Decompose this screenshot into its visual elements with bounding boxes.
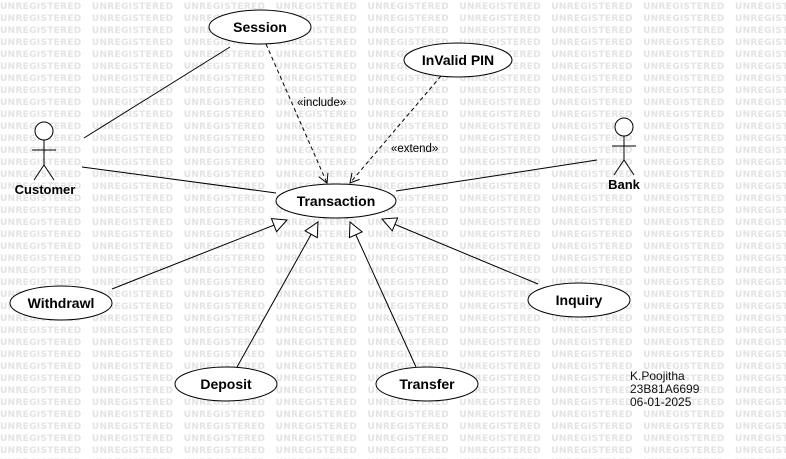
watermark-row: UNREGISTERED UNREGISTERED UNREGISTERED U… (0, 350, 786, 360)
author-roll-number: 23B81A6699 (630, 382, 700, 396)
watermark-row: UNREGISTERED UNREGISTERED UNREGISTERED U… (0, 206, 786, 216)
inquiry-label: Inquiry (556, 292, 603, 308)
watermark-row: UNREGISTERED UNREGISTERED UNREGISTERED U… (0, 158, 786, 168)
association-customer-transaction (81, 166, 277, 194)
generalization-deposit (236, 221, 319, 368)
watermark-row: UNREGISTERED UNREGISTERED UNREGISTERED U… (0, 182, 786, 192)
watermark-row: UNREGISTERED UNREGISTERED UNREGISTERED U… (0, 110, 786, 120)
association-customer-session (83, 46, 231, 139)
watermark-row: UNREGISTERED UNREGISTERED UNREGISTERED U… (0, 290, 786, 300)
watermark-row: UNREGISTERED UNREGISTERED UNREGISTERED U… (0, 86, 786, 96)
watermark-row: UNREGISTERED UNREGISTERED UNREGISTERED U… (0, 254, 786, 264)
author-name: K.Poojitha (630, 369, 685, 383)
watermark-row: UNREGISTERED UNREGISTERED UNREGISTERED U… (0, 50, 786, 60)
extend-dependency (349, 75, 442, 184)
watermark-row: UNREGISTERED UNREGISTERED UNREGISTERED U… (0, 278, 786, 288)
generalization-withdrawl (111, 218, 289, 290)
watermark-row: UNREGISTERED UNREGISTERED UNREGISTERED U… (0, 338, 786, 348)
watermark-row: UNREGISTERED UNREGISTERED UNREGISTERED U… (0, 242, 786, 252)
watermark-row: UNREGISTERED UNREGISTERED UNREGISTERED U… (0, 314, 786, 324)
invalid-pin-label: InValid PIN (422, 52, 494, 68)
watermark-row: UNREGISTERED UNREGISTERED UNREGISTERED U… (0, 2, 786, 12)
watermark-row: UNREGISTERED UNREGISTERED UNREGISTERED U… (0, 302, 786, 312)
customer-label: Customer (15, 182, 76, 197)
watermark-row: UNREGISTERED UNREGISTERED UNREGISTERED U… (0, 362, 786, 372)
watermark-row: UNREGISTERED UNREGISTERED UNREGISTERED U… (0, 170, 786, 180)
watermark-row: UNREGISTERED UNREGISTERED UNREGISTERED U… (0, 14, 786, 24)
use-case-deposit[interactable]: Deposit (174, 366, 278, 402)
watermark-row: UNREGISTERED UNREGISTERED UNREGISTERED U… (0, 134, 786, 144)
watermark-row: UNREGISTERED UNREGISTERED UNREGISTERED U… (0, 410, 786, 420)
association-bank-transaction (395, 159, 598, 192)
watermark-row: UNREGISTERED UNREGISTERED UNREGISTERED U… (0, 74, 786, 84)
watermark-row: UNREGISTERED UNREGISTERED UNREGISTERED U… (0, 326, 786, 336)
deposit-label: Deposit (200, 376, 252, 392)
use-case-transfer[interactable]: Transfer (375, 366, 479, 402)
author-note: K.Poojitha 23B81A6699 06-01-2025 (630, 370, 699, 409)
use-case-withdrawl[interactable]: Withdrawl (9, 285, 113, 321)
watermark-row: UNREGISTERED UNREGISTERED UNREGISTERED U… (0, 98, 786, 108)
withdrawl-label: Withdrawl (28, 295, 95, 311)
watermark-row: UNREGISTERED UNREGISTERED UNREGISTERED U… (0, 146, 786, 156)
watermark-row: UNREGISTERED UNREGISTERED UNREGISTERED U… (0, 38, 786, 48)
use-case-transaction[interactable]: Transaction (275, 183, 397, 219)
customer-actor[interactable]: Customer (15, 121, 76, 197)
generalization-inquiry (380, 217, 539, 285)
watermark-row: UNREGISTERED UNREGISTERED UNREGISTERED U… (0, 122, 786, 132)
extend-label: «extend» (391, 143, 438, 155)
watermark-row: UNREGISTERED UNREGISTERED UNREGISTERED U… (0, 26, 786, 36)
watermark-row: UNREGISTERED UNREGISTERED UNREGISTERED U… (0, 230, 786, 240)
use-case-session[interactable]: Session (208, 9, 312, 45)
bank-actor[interactable]: Bank (608, 117, 641, 192)
watermark-row: UNREGISTERED UNREGISTERED UNREGISTERED U… (0, 434, 786, 444)
transfer-label: Transfer (399, 376, 455, 392)
watermark-row: UNREGISTERED UNREGISTERED UNREGISTERED U… (0, 446, 786, 456)
use-case-inquiry[interactable]: Inquiry (527, 282, 631, 318)
watermark-row: UNREGISTERED UNREGISTERED UNREGISTERED U… (0, 266, 786, 276)
include-label: «include» (297, 97, 346, 109)
generalization-transfer (348, 220, 417, 368)
watermark-row: UNREGISTERED UNREGISTERED UNREGISTERED U… (0, 62, 786, 72)
bank-label: Bank (608, 177, 641, 192)
author-date: 06-01-2025 (630, 395, 692, 409)
use-case-invalid-pin[interactable]: InValid PIN (403, 42, 513, 78)
include-dependency (265, 43, 329, 184)
watermark-row: UNREGISTERED UNREGISTERED UNREGISTERED U… (0, 398, 786, 408)
watermark-row: UNREGISTERED UNREGISTERED UNREGISTERED U… (0, 422, 786, 432)
session-label: Session (233, 19, 287, 35)
transaction-label: Transaction (297, 193, 376, 209)
